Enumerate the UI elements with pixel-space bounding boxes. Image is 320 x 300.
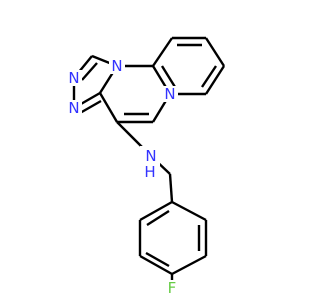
atom-label-fluorine: F — [168, 279, 177, 297]
atom-label-triazole-nitrogen-a: N — [68, 69, 79, 87]
bond — [146, 209, 170, 227]
atom-label-bridge-nitrogen: N — [111, 57, 122, 75]
atom-label-amine-hydrogen: H — [144, 163, 155, 181]
bond — [145, 251, 170, 268]
benzene-ring — [151, 36, 226, 96]
bond — [171, 200, 207, 222]
bond — [204, 65, 226, 95]
atom-label-triazole-nitrogen-b: N — [68, 99, 79, 117]
atom-label-amine-nitrogen: N — [145, 147, 156, 165]
bond — [204, 37, 226, 67]
molecule-canvas: N N N N N H F — [68, 36, 226, 297]
bond — [171, 254, 207, 276]
molecule-structure: N N N N N H F — [68, 36, 226, 297]
bond — [81, 62, 98, 81]
bond — [98, 92, 119, 123]
fluorophenyl-ring — [138, 200, 208, 286]
atom-label-pyrazine-nitrogen: N — [164, 85, 175, 103]
bond — [79, 99, 102, 115]
bond — [139, 200, 173, 222]
bond — [160, 65, 177, 88]
bond — [201, 65, 217, 88]
bond — [168, 173, 174, 203]
bond — [152, 37, 173, 67]
bond — [139, 254, 173, 276]
